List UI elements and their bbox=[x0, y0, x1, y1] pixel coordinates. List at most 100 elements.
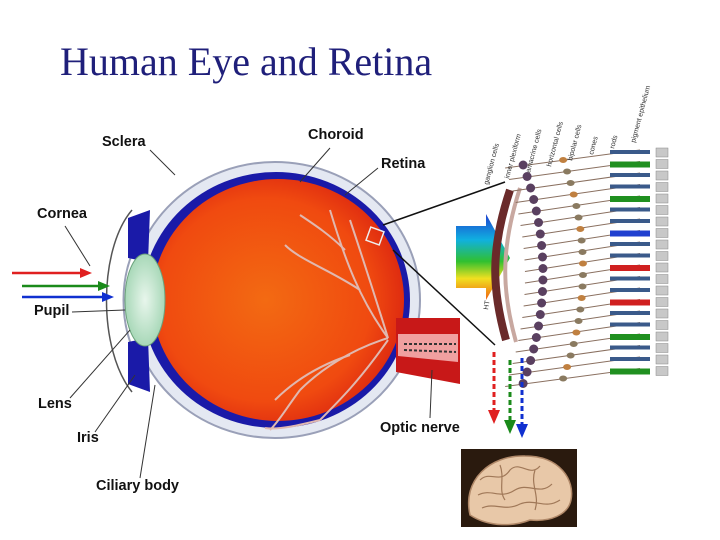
ganglion-cell bbox=[526, 356, 536, 365]
bipolar-cell bbox=[563, 364, 572, 370]
bipolar-cell bbox=[569, 341, 578, 347]
retina-layer-label: amacrine cells bbox=[525, 128, 543, 174]
rod-cell bbox=[610, 311, 650, 315]
bipolar-cell bbox=[578, 260, 587, 267]
label-optic-nerve: Optic nerve bbox=[380, 420, 460, 436]
pigment-epithelium-cell bbox=[655, 285, 669, 296]
bipolar-cell bbox=[578, 283, 587, 290]
pigment-epithelium-cell bbox=[655, 320, 669, 330]
bipolar-cell bbox=[563, 168, 572, 175]
pigment-epithelium-cell bbox=[655, 308, 669, 319]
ganglion-cell bbox=[538, 264, 548, 273]
ganglion-cell bbox=[522, 367, 532, 377]
rod-cell bbox=[610, 173, 650, 177]
rod-cell bbox=[610, 242, 650, 246]
rod-cell bbox=[610, 322, 650, 327]
ganglion-cell bbox=[537, 298, 547, 308]
rod-cell bbox=[610, 345, 650, 350]
cone-cell bbox=[610, 265, 650, 271]
retina-layer-label: bipolar cells bbox=[567, 124, 583, 162]
incoming-light-arrows bbox=[12, 268, 114, 302]
bipolar-cell bbox=[566, 352, 575, 359]
rod-cell bbox=[610, 276, 650, 281]
retina-layer-label: cones bbox=[588, 135, 600, 155]
lens bbox=[124, 253, 166, 347]
bipolar-cell bbox=[574, 318, 583, 324]
pigment-epithelium-cell bbox=[655, 228, 669, 238]
ganglion-cell bbox=[538, 252, 548, 262]
retina-layer-label: rods bbox=[609, 134, 619, 149]
pigment-epithelium-cell bbox=[655, 170, 669, 181]
cone-cell bbox=[610, 161, 650, 168]
retina-ht-mark: HT bbox=[483, 299, 492, 310]
ganglion-cell bbox=[522, 172, 532, 181]
rod-cell bbox=[610, 288, 650, 292]
ganglion-cell bbox=[531, 206, 541, 216]
rod-cell bbox=[610, 357, 650, 361]
iris bbox=[128, 210, 150, 392]
cone-cell bbox=[610, 334, 650, 340]
bipolar-cell bbox=[577, 237, 586, 244]
ganglion-cell bbox=[538, 275, 548, 285]
label-choroid: Choroid bbox=[308, 127, 364, 143]
retina-layer-label: inner plexiform bbox=[504, 133, 523, 179]
retina-layer-label: ganglion cells bbox=[483, 142, 501, 185]
cornea bbox=[105, 209, 133, 393]
ganglion-cell bbox=[534, 218, 544, 227]
cone-cell bbox=[610, 196, 650, 202]
vitreous-body bbox=[152, 179, 404, 421]
pigment-epithelium-cell bbox=[655, 159, 669, 169]
cone-cell bbox=[610, 368, 650, 375]
cone-cell bbox=[610, 299, 650, 306]
pigment-epithelium-cell bbox=[655, 239, 669, 250]
pigment-epithelium-cell bbox=[655, 366, 669, 376]
pigment-epithelium-cell bbox=[655, 182, 669, 192]
rod-cell bbox=[610, 253, 650, 258]
cone-cell bbox=[610, 230, 650, 237]
label-ciliary-body: Ciliary body bbox=[96, 478, 179, 494]
bipolar-cell bbox=[576, 306, 585, 313]
optic-nerve bbox=[396, 318, 460, 384]
label-pupil: Pupil bbox=[34, 303, 70, 319]
pigment-epithelium-cell bbox=[655, 274, 669, 284]
label-retina: Retina bbox=[381, 156, 426, 172]
retina-cells bbox=[505, 147, 669, 388]
rod-cell bbox=[610, 150, 650, 154]
brain-image bbox=[461, 449, 577, 527]
bipolar-cell bbox=[577, 295, 586, 301]
slide-title: Human Eye and Retina bbox=[60, 39, 433, 84]
ganglion-cell bbox=[518, 160, 528, 170]
outgoing-signal-arrows bbox=[488, 352, 528, 438]
ganglion-cell bbox=[538, 287, 548, 296]
rod-cell bbox=[610, 219, 650, 223]
retina-layer-label: pigment epithelium bbox=[630, 85, 652, 144]
ganglion-cell bbox=[529, 195, 539, 204]
zoom-line-bottom bbox=[392, 249, 496, 346]
bipolar-cell bbox=[566, 180, 575, 186]
leader-lines bbox=[64, 147, 433, 479]
pigment-epithelium-cell bbox=[655, 251, 669, 261]
bipolar-cell bbox=[559, 375, 568, 382]
ganglion-cell bbox=[531, 333, 541, 342]
ganglion-cell bbox=[534, 321, 544, 331]
bipolar-cell bbox=[572, 203, 581, 209]
ganglion-cell bbox=[529, 344, 539, 354]
rod-cell bbox=[610, 207, 650, 212]
pigment-epithelium-cell bbox=[655, 331, 669, 342]
bipolar-cell bbox=[578, 272, 587, 278]
bipolar-cell bbox=[559, 157, 568, 163]
bipolar-cell bbox=[572, 329, 581, 336]
pigment-epithelium-cell bbox=[655, 216, 669, 227]
pigment-epithelium-cell bbox=[655, 262, 669, 273]
bipolar-cell bbox=[578, 249, 587, 255]
zoom-line-top bbox=[382, 181, 506, 226]
label-lens: Lens bbox=[38, 396, 72, 412]
pigment-epithelium-cell bbox=[655, 354, 669, 365]
bipolar-cell bbox=[574, 214, 583, 221]
rod-cell bbox=[610, 184, 650, 189]
ganglion-cell bbox=[535, 229, 545, 239]
label-cornea: Cornea bbox=[37, 206, 87, 222]
retina-marker bbox=[365, 226, 385, 246]
